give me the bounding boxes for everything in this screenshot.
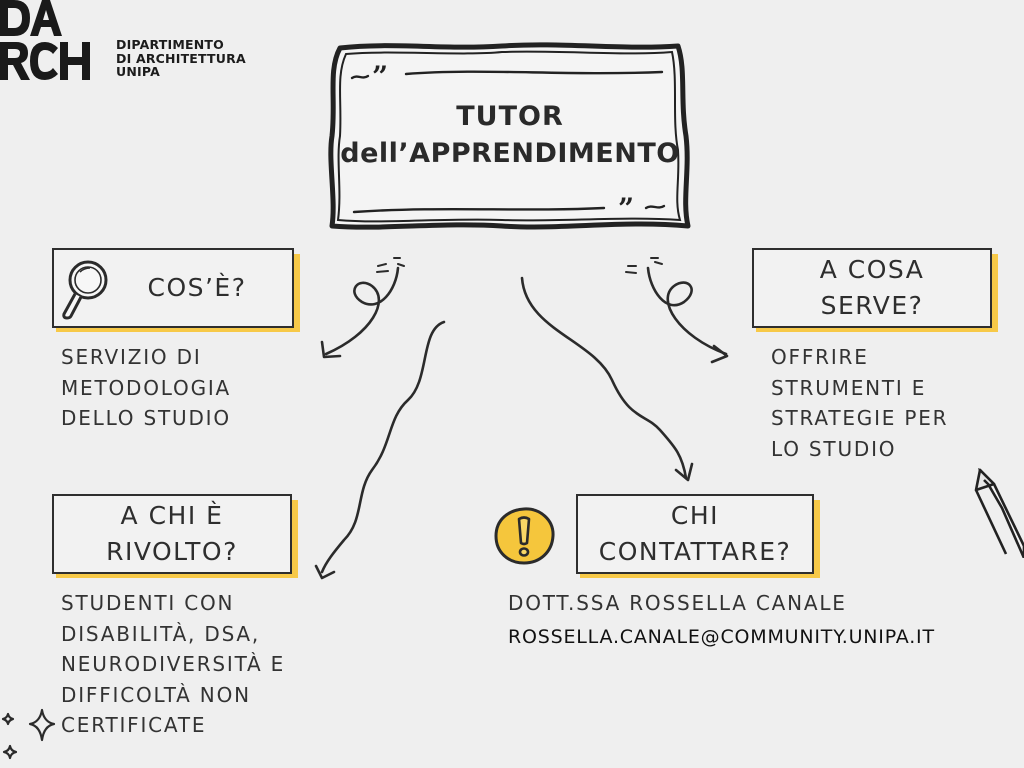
a-cosa-serve-line: STRUMENTI E (771, 375, 927, 400)
department-line-2: DI ARCHITETTURA (116, 50, 246, 66)
a-cosa-serve-line: OFFRIRE (771, 345, 869, 369)
a-cosa-serve-description: OFFRIRE STRUMENTI E STRATEGIE PER LO STU… (771, 342, 948, 464)
cose-line: METODOLOGIA (61, 375, 232, 400)
a-cosa-serve-line: STRATEGIE PER (771, 406, 949, 430)
wavy-arrow-down-right (520, 276, 688, 480)
a-chi-line: DIFFICOLTÀ NON (61, 682, 251, 707)
chi-contattare-heading: CHI CONTATTARE? (599, 498, 792, 570)
sparkle-icon (1, 708, 56, 760)
svg-text:”: ” (618, 192, 634, 225)
a-chi-description: STUDENTI CON DISABILITÀ, DSA, NEURODIVER… (61, 588, 285, 741)
cose-line: DELLO STUDIO (61, 406, 231, 430)
a-cosa-serve-heading-line-2: SERVE? (820, 291, 924, 320)
chi-contattare-heading-line-2: CONTATTARE? (598, 537, 792, 566)
pencil-icon (974, 468, 1024, 558)
magnifier-icon (62, 260, 108, 320)
page-title: TUTOR dell’APPRENDIMENTO (330, 100, 690, 174)
department-line-1: DIPARTIMENTO (116, 37, 224, 52)
cose-heading: COS’È? (147, 273, 247, 302)
darch-logo (0, 0, 90, 80)
cose-description: SERVIZIO DI METODOLOGIA DELLO STUDIO (61, 342, 231, 434)
contact-name: DOTT.SSA ROSSELLA CANALE (508, 591, 847, 615)
chi-contattare-box: CHI CONTATTARE? (576, 494, 820, 578)
svg-text:”: ” (372, 60, 388, 93)
cose-line: SERVIZIO DI (61, 345, 202, 369)
chi-contattare-heading-line-1: CHI (670, 501, 720, 530)
title-line-2: dell’APPRENDIMENTO (340, 138, 680, 169)
a-cosa-serve-heading: A COSA SERVE? (820, 252, 925, 324)
department-name: DIPARTIMENTO DI ARCHITETTURA UNIPA (116, 38, 246, 79)
a-chi-line: CERTIFICATE (61, 713, 207, 737)
curly-arrow-left (324, 266, 400, 356)
a-chi-line: STUDENTI CON (61, 591, 235, 615)
curly-arrow-right (646, 266, 728, 356)
contact-email[interactable]: ROSSELLA.CANALE@COMMUNITY.UNIPA.IT (508, 626, 935, 648)
a-chi-heading: A CHI È RIVOLTO? (106, 498, 238, 570)
exclamation-icon (494, 507, 555, 565)
department-line-3: UNIPA (116, 64, 160, 79)
a-chi-line: NEURODIVERSITÀ E (61, 652, 286, 676)
a-cosa-serve-heading-line-1: A COSA (819, 255, 925, 284)
a-chi-heading-line-1: A CHI È (120, 501, 224, 530)
a-cosa-serve-box: A COSA SERVE? (752, 248, 998, 332)
title-frame: ” ” (328, 42, 691, 230)
title-line-1: TUTOR (456, 101, 564, 132)
a-chi-heading-line-2: RIVOLTO? (106, 537, 238, 566)
a-cosa-serve-line: LO STUDIO (771, 436, 897, 461)
a-chi-box: A CHI È RIVOLTO? (52, 494, 298, 578)
wavy-arrow-down-left (320, 320, 446, 574)
a-chi-line: DISABILITÀ, DSA, (61, 621, 261, 646)
